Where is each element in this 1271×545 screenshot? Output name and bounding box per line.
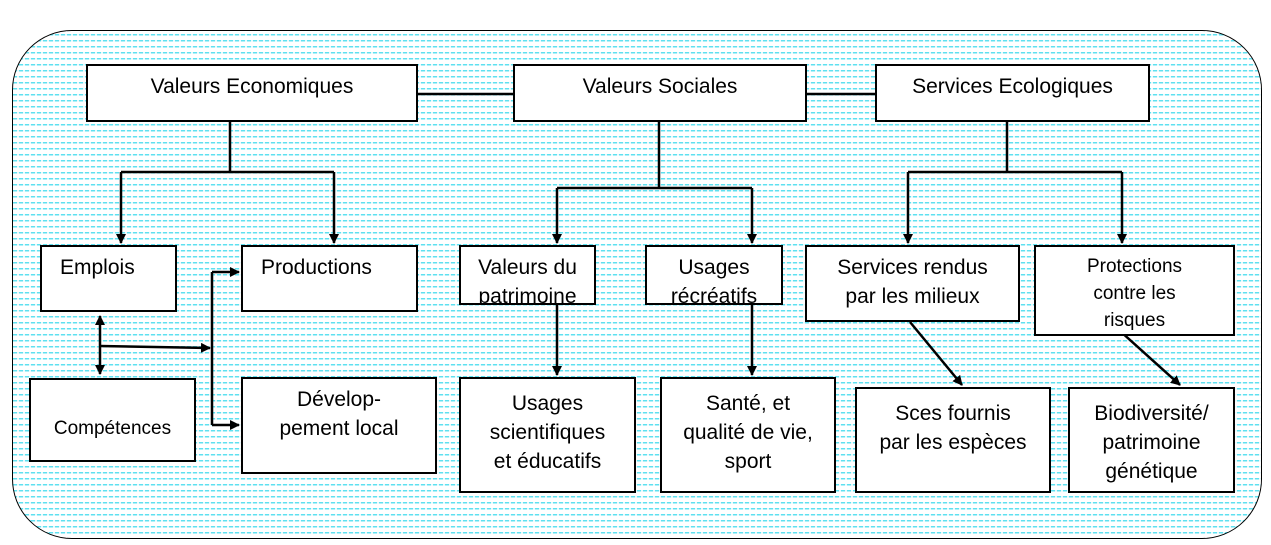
label: contre les xyxy=(1093,283,1176,304)
box-species-services: Sces fournis par les espèces xyxy=(855,387,1051,493)
label: Valeurs du xyxy=(478,256,577,279)
label: et éducatifs xyxy=(493,450,602,473)
label: Emplois xyxy=(60,256,135,279)
label: Compétences xyxy=(53,418,172,439)
label: sport xyxy=(724,450,772,473)
box-heritage-values: Valeurs du patrimoine xyxy=(459,245,596,305)
label: pement local xyxy=(279,417,399,440)
box-productions: Productions xyxy=(241,245,418,312)
label: génétique xyxy=(1105,460,1198,483)
box-local-development: Dévelop-pement local xyxy=(241,377,437,474)
box-risk-protection: Protections contre les risques xyxy=(1034,245,1235,336)
label: Services Ecologiques xyxy=(912,75,1113,98)
label: patrimoine xyxy=(478,285,577,305)
label: Usages xyxy=(511,392,584,415)
label: Services rendus xyxy=(837,256,988,279)
box-recreational-uses: Usages récréatifs xyxy=(645,245,783,305)
label: patrimoine xyxy=(1102,431,1201,454)
box-habitat-services: Services rendus par les milieux xyxy=(805,245,1020,322)
box-biodiversity: Biodiversité/patrimoine génétique xyxy=(1068,387,1235,493)
box-health: Santé, et qualité de vie, sport xyxy=(660,377,836,493)
label: scientifiques xyxy=(489,421,606,444)
label: Protections xyxy=(1086,256,1183,277)
box-ecological-services: Services Ecologiques xyxy=(875,64,1150,122)
box-economic-values: Valeurs Economiques xyxy=(86,64,418,122)
box-social-values: Valeurs Sociales xyxy=(513,64,807,122)
label: risques xyxy=(1103,310,1166,331)
box-scientific-uses: Usages scientifiques et éducatifs xyxy=(459,377,636,493)
label: Productions xyxy=(261,256,372,279)
label: Valeurs Sociales xyxy=(582,75,738,98)
label: par les espèces xyxy=(879,431,1027,454)
box-jobs: Emplois xyxy=(40,245,177,312)
label: Usages xyxy=(678,256,750,279)
label: récréatifs xyxy=(670,285,758,305)
label: par les milieux xyxy=(845,285,980,308)
label: Valeurs Economiques xyxy=(150,75,354,98)
label: Santé, et xyxy=(705,392,791,415)
box-skills: Compétences xyxy=(29,378,196,462)
label: Dévelop- xyxy=(296,388,382,411)
label: Biodiversité/ xyxy=(1094,402,1209,425)
label: qualité de vie, xyxy=(683,421,813,444)
label: Sces fournis xyxy=(895,402,1011,425)
